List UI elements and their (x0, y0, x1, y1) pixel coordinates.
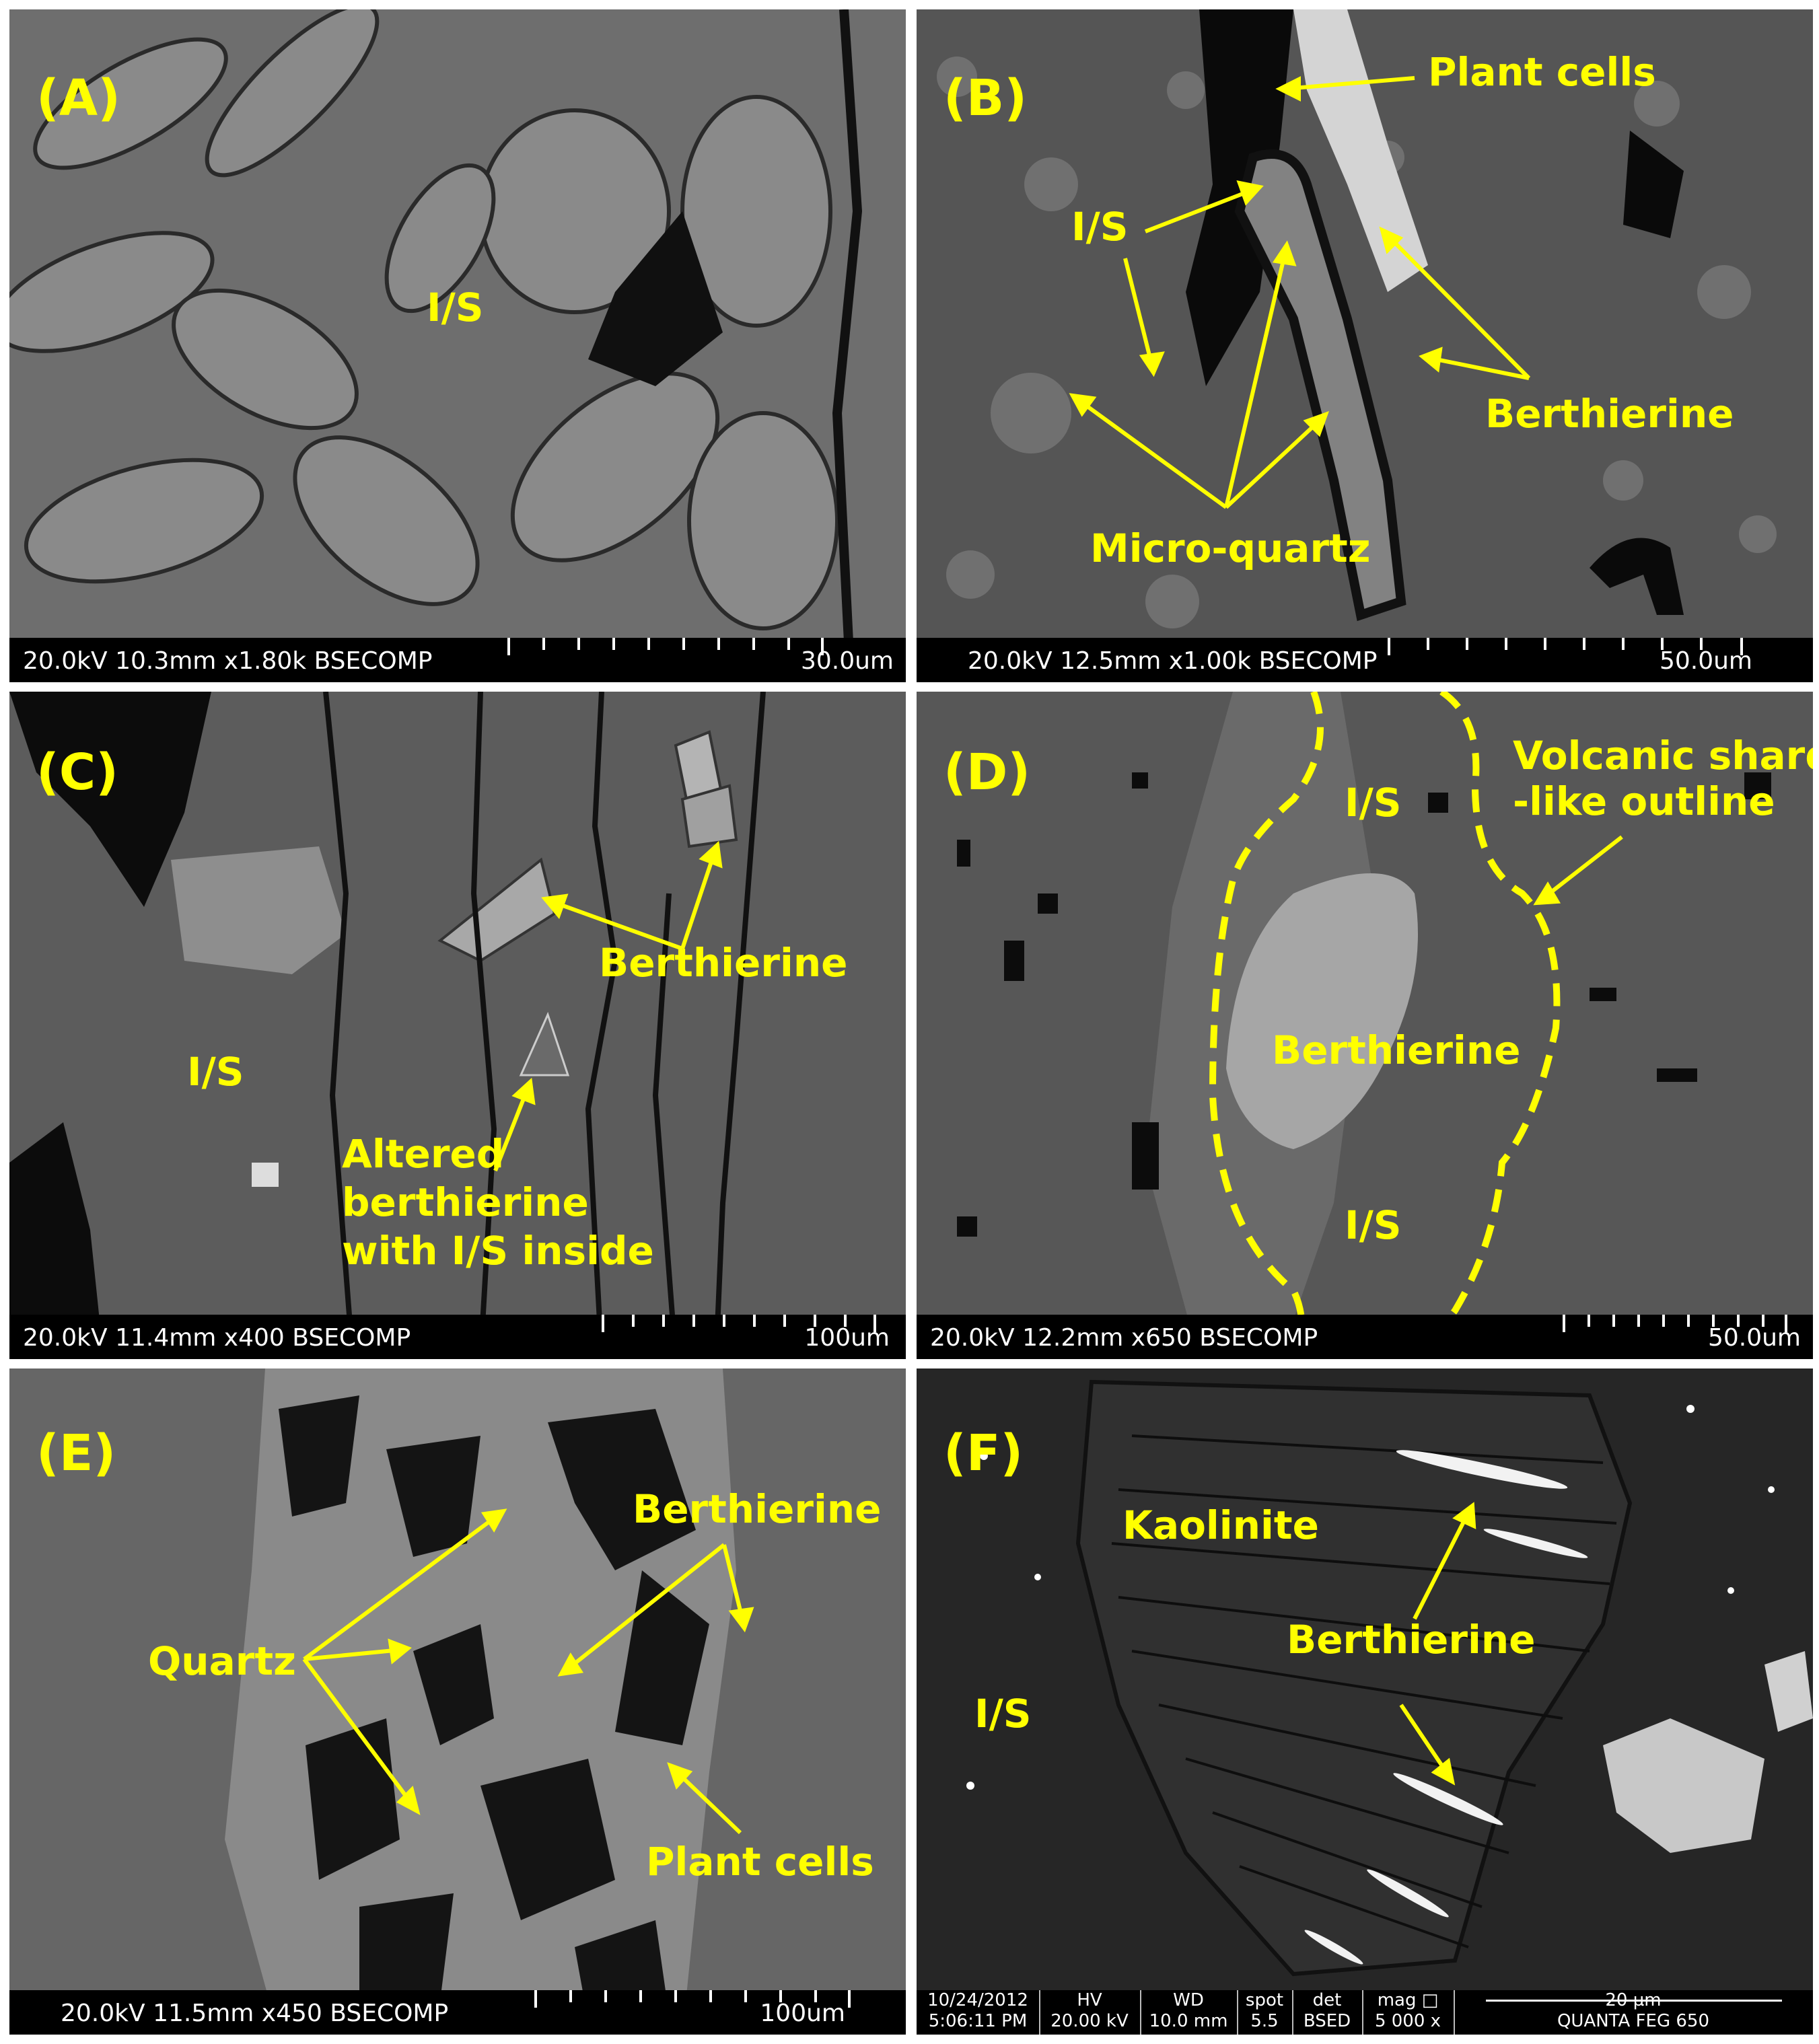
panel-f-det-value: BSED (1303, 2011, 1351, 2031)
panel-b-plant-cells-annotation: Plant cells (1428, 49, 1656, 95)
panel-c: (C) Berthierine I/S Altered berthierine … (9, 692, 906, 1359)
panel-d-volcanic-annotation-line1: Volcanic shard (1513, 733, 1813, 778)
panel-b-info-bar: 20.0kV 12.5mm x1.00k BSECOMP 50.0um (917, 638, 1813, 682)
panel-b-scale-text: 50.0um (1659, 647, 1752, 675)
panel-f-spot-label: spot (1245, 1990, 1284, 2010)
panel-a-label: (A) (36, 69, 120, 127)
panel-c-berthierine-annotation: Berthierine (599, 940, 848, 986)
panel-f-label: (F) (943, 1424, 1024, 1482)
panel-e-info-meta: 20.0kV 11.5mm x450 BSECOMP (61, 2000, 449, 2027)
panel-b-scale-ticks (1388, 638, 1744, 655)
panel-d-scale-text: 50.0um (1707, 1324, 1801, 1352)
panel-b-is-annotation: I/S (1071, 204, 1129, 250)
panel-c-altered-annotation-line2: berthierine (342, 1179, 589, 1225)
panel-f: (F) Kaolinite Berthierine I/S 10/24/2012… (917, 1368, 1813, 2035)
panel-a-info-meta: 20.0kV 10.3mm x1.80k BSECOMP (23, 647, 433, 675)
panel-e-berthierine-annotation: Berthierine (633, 1486, 882, 1532)
panel-c-scale-text: 100um (804, 1324, 890, 1352)
panel-a-scale-text: 30.0um (800, 647, 894, 675)
panel-b-info-meta: 20.0kV 12.5mm x1.00k BSECOMP (968, 647, 1378, 675)
panel-c-label: (C) (36, 743, 118, 801)
panel-c-info-meta: 20.0kV 11.4mm x400 BSECOMP (23, 1324, 411, 1352)
panel-f-date: 10/24/2012 (927, 1990, 1028, 2010)
panel-d: (D) Volcanic shard -like outline I/S Ber… (917, 692, 1813, 1359)
panel-f-wd-value: 10.0 mm (1149, 2011, 1228, 2031)
panel-e-plant-cells-annotation: Plant cells (646, 1839, 874, 1885)
panel-f-info-bar: 10/24/2012 5:06:11 PM HV 20.00 kV WD 10.… (917, 1990, 1813, 2035)
panel-c-is-annotation: I/S (187, 1049, 244, 1095)
panel-a: (A) I/S 20.0kV 10.3mm x1.80k BSECOMP 30.… (9, 9, 906, 682)
panel-e-label: (E) (36, 1424, 116, 1482)
panel-b-micro-quartz-annotation: Micro-quartz (1090, 525, 1371, 571)
panel-e-micrograph (9, 1368, 906, 2035)
panel-f-det-cell: det BSED (1292, 1990, 1363, 2035)
panel-f-spot-cell: spot 5.5 (1237, 1990, 1293, 2035)
panel-d-volcanic-annotation-line2: -like outline (1513, 778, 1775, 824)
panel-f-datetime-cell: 10/24/2012 5:06:11 PM (917, 1990, 1040, 2035)
panel-f-hv-label: HV (1077, 1990, 1102, 2010)
panel-f-det-label: det (1312, 1990, 1342, 2010)
panel-d-scale-ticks (1563, 1315, 1787, 1332)
panel-c-info-bar: 20.0kV 11.4mm x400 BSECOMP 100um (9, 1315, 906, 1359)
panel-f-micrograph (917, 1368, 1813, 2035)
panel-d-is-annotation-bottom: I/S (1345, 1202, 1402, 1248)
panel-f-wd-label: WD (1173, 1990, 1204, 2010)
panel-a-is-annotation: I/S (427, 285, 484, 330)
panel-d-info-meta: 20.0kV 12.2mm x650 BSECOMP (930, 1324, 1318, 1352)
panel-f-mag-label: mag □ (1377, 1990, 1439, 2010)
panel-f-time: 5:06:11 PM (928, 2011, 1028, 2031)
panel-d-label: (D) (943, 743, 1031, 801)
panel-c-altered-annotation-line1: Altered (342, 1131, 505, 1177)
panel-a-micrograph (9, 9, 906, 682)
panel-f-scale-cell: 20 µm QUANTA FEG 650 (1454, 1990, 1813, 2035)
panel-f-mag-value: 5 000 x (1374, 2011, 1441, 2031)
panel-d-info-bar: 20.0kV 12.2mm x650 BSECOMP 50.0um (917, 1315, 1813, 1359)
panel-e: (E) Berthierine Quartz Plant cells 20.0k… (9, 1368, 906, 2035)
panel-b-micrograph (917, 9, 1813, 682)
panel-b: (B) Plant cells I/S Berthierine Micro-qu… (917, 9, 1813, 682)
panel-d-berthierine-annotation: Berthierine (1272, 1027, 1521, 1073)
panel-c-scale-ticks (602, 1315, 878, 1332)
panel-e-scale-text: 100um (760, 2000, 845, 2027)
panel-a-scale-ticks (507, 638, 824, 655)
panel-f-berthierine-annotation: Berthierine (1287, 1617, 1536, 1663)
panel-c-micrograph (9, 692, 906, 1359)
panel-f-spot-value: 5.5 (1250, 2011, 1279, 2031)
panel-f-wd-cell: WD 10.0 mm (1140, 1990, 1238, 2035)
panel-f-is-annotation: I/S (974, 1691, 1032, 1737)
panel-b-label: (B) (943, 69, 1028, 127)
panel-f-scale-bar (1486, 2000, 1782, 2002)
panel-f-mag-cell: mag □ 5 000 x (1362, 1990, 1455, 2035)
panel-e-scale-ticks (534, 1990, 851, 2008)
panel-e-quartz-annotation: Quartz (148, 1638, 296, 1684)
panel-f-hv-cell: HV 20.00 kV (1039, 1990, 1141, 2035)
panel-f-kaolinite-annotation: Kaolinite (1122, 1502, 1319, 1548)
panel-e-info-bar: 20.0kV 11.5mm x450 BSECOMP 100um (9, 1990, 906, 2035)
panel-d-is-annotation-top: I/S (1345, 780, 1402, 826)
panel-b-berthierine-annotation: Berthierine (1485, 391, 1734, 437)
panel-f-hv-value: 20.00 kV (1050, 2011, 1129, 2031)
panel-c-altered-annotation-line3: with I/S inside (342, 1228, 654, 1274)
panel-a-info-bar: 20.0kV 10.3mm x1.80k BSECOMP 30.0um (9, 638, 906, 682)
panel-f-instrument: QUANTA FEG 650 (1557, 2011, 1710, 2031)
